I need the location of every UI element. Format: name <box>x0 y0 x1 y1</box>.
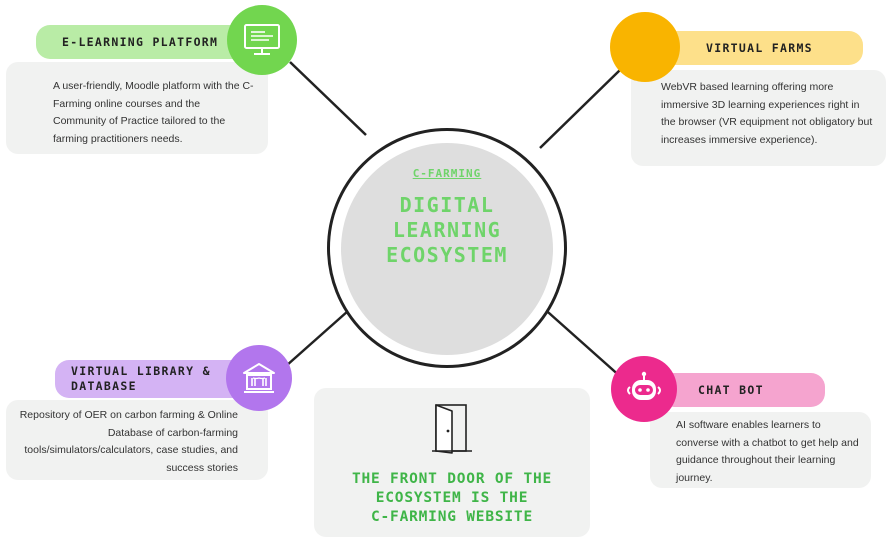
chatbot-label-pill: CHAT BOT <box>660 373 825 407</box>
library-badge <box>226 345 292 411</box>
elearning-label-pill: E-LEARNING PLATFORM <box>36 25 261 59</box>
robot-icon <box>627 371 661 400</box>
ecosystem-title-line-1: DIGITAL <box>399 193 495 217</box>
front-door-box <box>314 388 590 537</box>
elearning-description: A user-friendly, Moodle platform with th… <box>53 80 254 145</box>
ecosystem-title-line-3: ECOSYSTEM <box>386 243 508 267</box>
monitor-icon <box>244 24 280 55</box>
ecosystem-title: DIGITAL LEARNING ECOSYSTEM <box>341 193 553 268</box>
library-label-line-1: VIRTUAL LIBRARY & <box>71 364 211 378</box>
connector-library <box>285 302 358 367</box>
door-icon <box>432 404 472 454</box>
chatbot-description: AI software enables learners to converse… <box>676 419 859 484</box>
library-description-card: Repository of OER on carbon farming & On… <box>6 400 268 480</box>
front-door-text: THE FRONT DOOR OF THE ECOSYSTEM IS THE C… <box>314 470 590 527</box>
ecosystem-inner-circle <box>341 143 553 355</box>
chatbot-badge <box>611 356 677 422</box>
connector-elearning <box>289 61 367 136</box>
chatbot-label: CHAT BOT <box>698 383 764 397</box>
library-label-line-2: DATABASE <box>71 379 137 393</box>
ecosystem-title-line-2: LEARNING <box>392 218 502 242</box>
front-door-line-2: ECOSYSTEM IS THE <box>375 490 529 506</box>
connector-chatbot <box>539 304 623 379</box>
front-door-line-1: THE FRONT DOOR OF THE <box>351 471 553 487</box>
library-icon <box>243 363 275 393</box>
vr-farms-description: WebVR based learning offering more immer… <box>661 81 873 146</box>
vr-farms-label: VIRTUAL FARMS <box>706 41 813 55</box>
library-description: Repository of OER on carbon farming & On… <box>19 409 238 474</box>
elearning-label: E-LEARNING PLATFORM <box>62 35 219 49</box>
connector-vr-farms <box>539 69 621 149</box>
chatbot-description-card: AI software enables learners to converse… <box>650 412 871 488</box>
vr-farms-badge <box>610 12 680 82</box>
elearning-description-card: A user-friendly, Moodle platform with th… <box>6 62 268 154</box>
front-door-line-3: C-FARMING WEBSITE <box>370 509 533 525</box>
vr-farms-label-pill: VIRTUAL FARMS <box>650 31 863 65</box>
elearning-badge <box>227 5 297 75</box>
ecosystem-tag: C-FARMING <box>412 167 482 180</box>
vr-farms-description-card: WebVR based learning offering more immer… <box>631 70 886 166</box>
